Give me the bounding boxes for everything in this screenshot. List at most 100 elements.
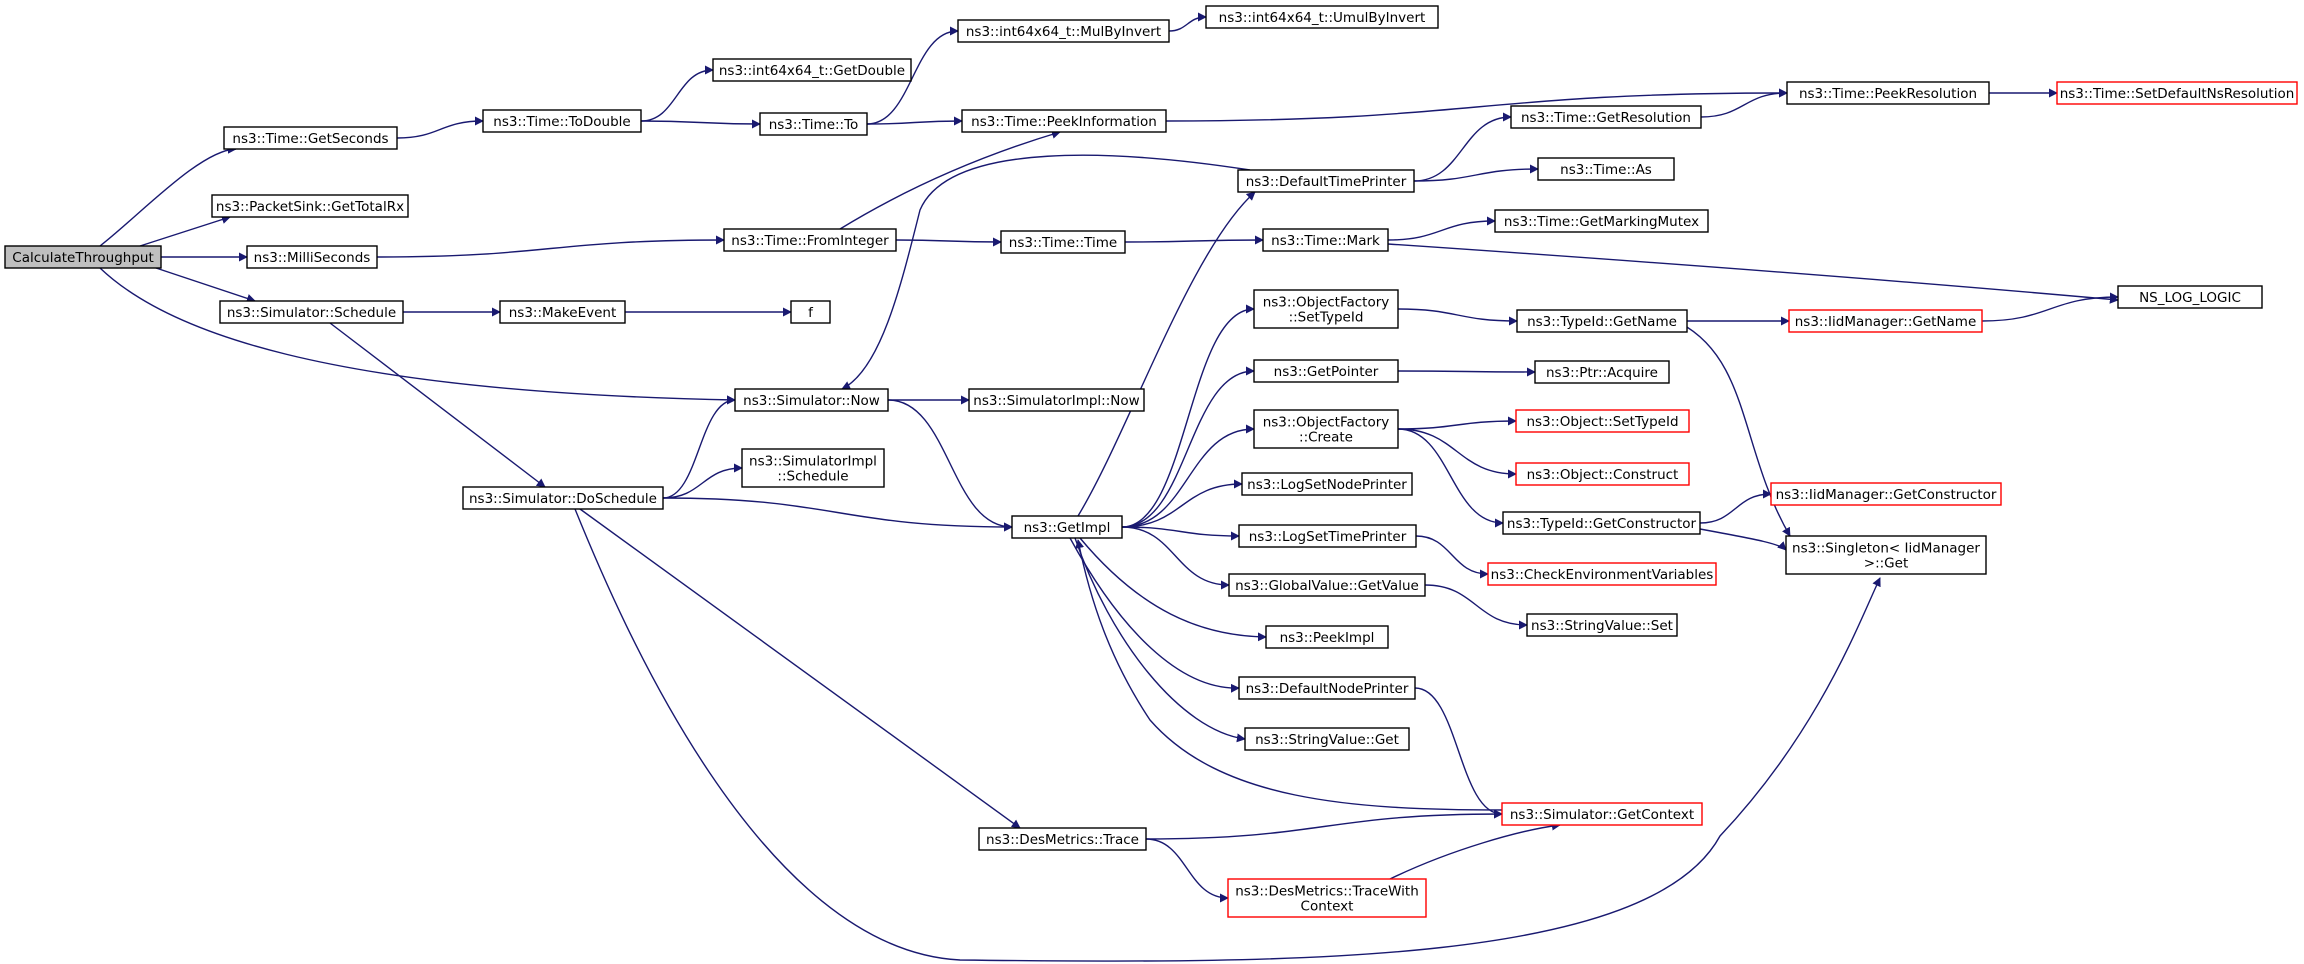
node-get-double[interactable]: ns3::int64x64_t::GetDouble — [712, 58, 912, 82]
node-ns-log-logic[interactable]: NS_LOG_LOGIC — [2117, 285, 2263, 309]
node-get-seconds[interactable]: ns3::Time::GetSeconds — [223, 126, 398, 150]
node-label: ns3::Time::GetResolution — [1521, 110, 1691, 126]
node-milli-seconds[interactable]: ns3::MilliSeconds — [246, 245, 378, 269]
node-impl-schedule[interactable]: ns3::SimulatorImpl::Schedule — [741, 448, 885, 488]
node-box — [1265, 625, 1389, 649]
node-def-time-printer[interactable]: ns3::DefaultTimePrinter — [1237, 169, 1415, 193]
edge-get-impl-to-of-set-type-id — [1121, 304, 1255, 528]
node-schedule[interactable]: ns3::Simulator::Schedule — [219, 300, 404, 324]
edge-gv-get-value-to-sv-set — [1424, 584, 1528, 630]
edge-milli-seconds-to-from-integer — [376, 235, 725, 258]
edge-schedule-to-do-schedule — [329, 322, 546, 488]
node-time-to[interactable]: ns3::Time::To — [759, 112, 868, 136]
node-f[interactable]: f — [790, 300, 831, 324]
node-set-default-ns[interactable]: ns3::Time::SetDefaultNsResolution — [2056, 81, 2298, 105]
node-obj-set-type-id[interactable]: ns3::Object::SetTypeId — [1515, 409, 1690, 433]
node-label: ns3::IidManager::GetConstructor — [1776, 487, 1997, 503]
node-iid-get-ctor[interactable]: ns3::IidManager::GetConstructor — [1770, 482, 2002, 506]
edge-get-impl-to-def-time-printer — [1077, 191, 1256, 517]
edge-def-time-printer-to-get-resolution — [1413, 112, 1512, 182]
node-get-total-rx[interactable]: ns3::PacketSink::GetTotalRx — [211, 194, 409, 218]
node-sim-now[interactable]: ns3::Simulator::Now — [734, 388, 889, 412]
node-get-pointer[interactable]: ns3::GetPointer — [1253, 359, 1399, 383]
edge-get-context-to-get-impl — [1075, 539, 1503, 811]
node-label: NS_LOG_LOGIC — [2139, 290, 2241, 306]
node-tid-get-name[interactable]: ns3::TypeId::GetName — [1516, 309, 1688, 333]
node-to-double[interactable]: ns3::Time::ToDouble — [482, 109, 642, 133]
node-box — [2117, 285, 2263, 309]
node-peek-impl[interactable]: ns3::PeekImpl — [1265, 625, 1389, 649]
node-label: ns3::Time::To — [769, 117, 859, 133]
node-time-mark[interactable]: ns3::Time::Mark — [1262, 228, 1389, 252]
node-label: ns3::LogSetTimePrinter — [1249, 529, 1407, 545]
node-peek-resolution[interactable]: ns3::Time::PeekResolution — [1786, 81, 1990, 105]
node-box — [1788, 309, 1983, 333]
node-ptr-acquire[interactable]: ns3::Ptr::Acquire — [1534, 360, 1670, 384]
node-box — [1526, 613, 1678, 637]
node-impl-now[interactable]: ns3::SimulatorImpl::Now — [968, 388, 1145, 412]
node-umul-by-invert[interactable]: ns3::int64x64_t::UmulByInvert — [1205, 5, 1439, 29]
node-root[interactable]: CalculateThroughput — [4, 245, 162, 269]
node-of-set-type-id[interactable]: ns3::ObjectFactory::SetTypeId — [1253, 289, 1399, 329]
node-label: ns3::Simulator::Schedule — [227, 305, 396, 321]
node-time-time[interactable]: ns3::Time::Time — [1000, 230, 1126, 254]
node-box — [759, 112, 868, 136]
edge-to-double-to-time-to — [640, 119, 761, 129]
node-peek-info[interactable]: ns3::Time::PeekInformation — [961, 109, 1167, 133]
node-sv-get[interactable]: ns3::StringValue::Get — [1244, 727, 1410, 751]
node-label: ns3::int64x64_t::UmulByInvert — [1219, 10, 1426, 26]
node-label: ::Schedule — [777, 469, 848, 485]
node-box — [712, 58, 912, 82]
node-gv-get-value[interactable]: ns3::GlobalValue::GetValue — [1228, 573, 1426, 597]
node-def-node-printer[interactable]: ns3::DefaultNodePrinter — [1238, 676, 1416, 700]
edge-do-schedule-to-des-trace — [579, 508, 1021, 829]
node-label: ns3::Ptr::Acquire — [1546, 365, 1658, 381]
node-of-create[interactable]: ns3::ObjectFactory::Create — [1253, 409, 1399, 449]
edge-to-double-to-get-double — [640, 65, 714, 122]
node-label: ns3::Time::PeekInformation — [971, 114, 1157, 130]
node-label: ns3::TypeId::GetConstructor — [1507, 516, 1697, 532]
node-make-event[interactable]: ns3::MakeEvent — [499, 300, 626, 324]
nodes-layer: CalculateThroughput ns3::Time::GetSeconds… — [4, 5, 2298, 918]
node-sv-set[interactable]: ns3::StringValue::Set — [1526, 613, 1678, 637]
node-tid-get-ctor[interactable]: ns3::TypeId::GetConstructor — [1502, 511, 1701, 535]
edge-def-time-printer-to-time-as — [1413, 164, 1539, 182]
edge-root-to-get-total-rx — [139, 215, 231, 247]
node-mul-by-invert[interactable]: ns3::int64x64_t::MulByInvert — [957, 19, 1170, 43]
node-box — [957, 19, 1170, 43]
node-get-marking-mutex[interactable]: ns3::Time::GetMarkingMutex — [1494, 209, 1709, 233]
node-label: ns3::DesMetrics::TraceWith — [1235, 884, 1419, 900]
edge-time-mark-to-ns-log-logic — [1387, 243, 2119, 304]
node-get-resolution[interactable]: ns3::Time::GetResolution — [1510, 105, 1702, 129]
node-box — [734, 388, 889, 412]
node-obj-construct[interactable]: ns3::Object::Construct — [1515, 462, 1690, 486]
node-box — [1000, 230, 1126, 254]
node-check-env[interactable]: ns3::CheckEnvironmentVariables — [1487, 562, 1717, 586]
node-label: ns3::SimulatorImpl — [749, 454, 877, 470]
edge-of-set-type-id-to-tid-get-name — [1397, 308, 1518, 326]
node-label: ns3::MilliSeconds — [254, 250, 371, 266]
node-log-set-node[interactable]: ns3::LogSetNodePrinter — [1241, 472, 1413, 496]
node-box — [2056, 81, 2298, 105]
node-box — [211, 194, 409, 218]
edge-time-to-to-peek-info — [866, 116, 963, 126]
node-label: ns3::DefaultTimePrinter — [1246, 174, 1407, 190]
edge-do-schedule-to-singleton-get — [574, 508, 1881, 962]
node-des-trace[interactable]: ns3::DesMetrics::Trace — [978, 827, 1147, 851]
node-get-impl[interactable]: ns3::GetImpl — [1011, 515, 1123, 539]
node-box — [4, 245, 162, 269]
node-from-integer[interactable]: ns3::Time::FromInteger — [723, 228, 897, 252]
node-box — [1785, 535, 1987, 575]
node-log-set-time[interactable]: ns3::LogSetTimePrinter — [1238, 524, 1417, 548]
edge-root-to-sim-now — [99, 267, 736, 405]
node-time-as[interactable]: ns3::Time::As — [1537, 157, 1675, 181]
node-label: f — [808, 305, 814, 321]
node-label: ns3::DesMetrics::Trace — [986, 832, 1139, 848]
edge-log-set-time-to-check-env — [1415, 535, 1489, 579]
node-singleton-get[interactable]: ns3::Singleton< IidManager >::Get — [1785, 535, 1987, 575]
node-get-context[interactable]: ns3::Simulator::GetContext — [1501, 802, 1703, 826]
node-iid-get-name[interactable]: ns3::IidManager::GetName — [1788, 309, 1983, 333]
node-do-schedule[interactable]: ns3::Simulator::DoSchedule — [462, 486, 664, 510]
edge-of-create-to-obj-construct — [1397, 428, 1517, 479]
